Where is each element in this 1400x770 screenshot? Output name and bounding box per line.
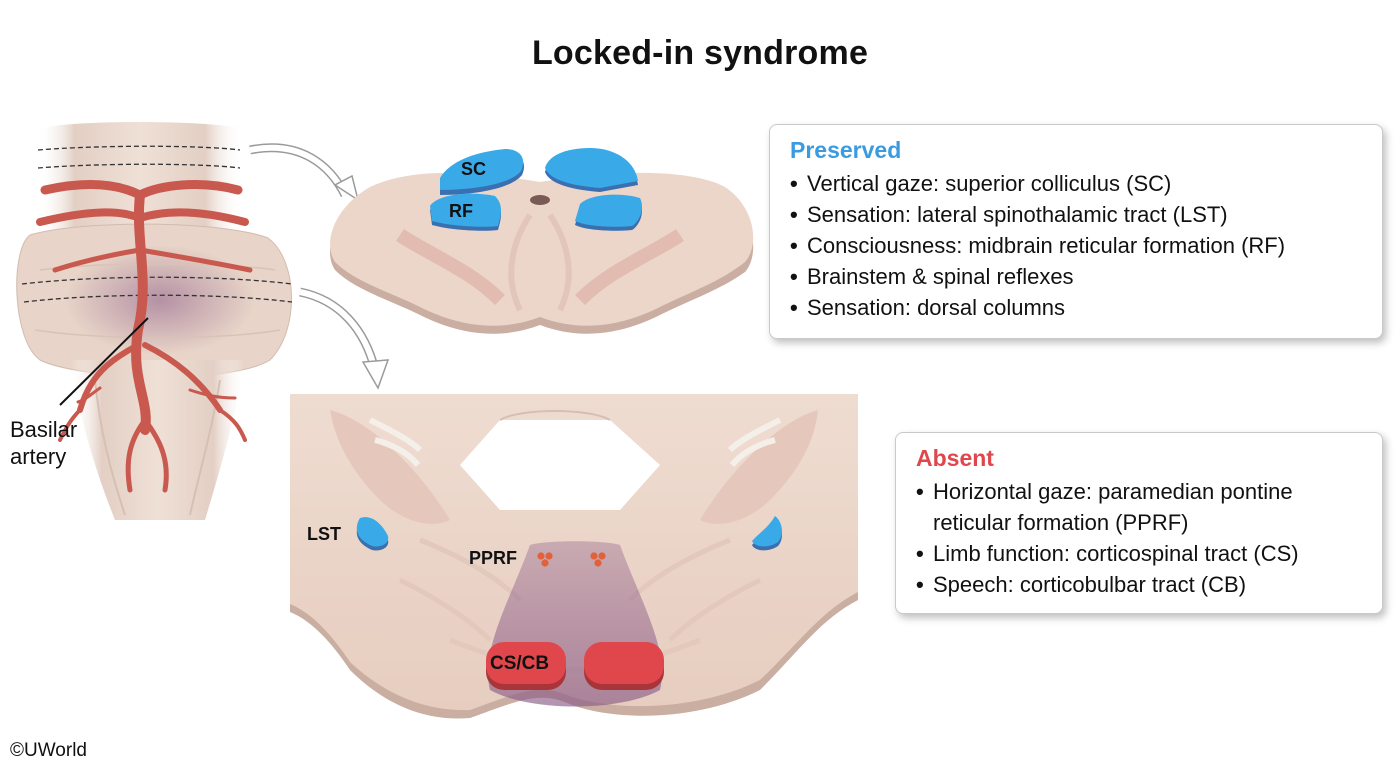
list-item: Brainstem & spinal reflexes bbox=[790, 261, 1364, 292]
absent-list: Horizontal gaze: paramedian pontine reti… bbox=[916, 476, 1364, 600]
list-item: Speech: corticobulbar tract (CB) bbox=[916, 569, 1364, 600]
sc-label: SC bbox=[461, 159, 487, 179]
absent-panel: Absent Horizontal gaze: paramedian ponti… bbox=[895, 432, 1383, 614]
absent-heading: Absent bbox=[916, 445, 994, 471]
preserved-panel: Preserved Vertical gaze: superior collic… bbox=[769, 124, 1383, 339]
pprf-label: PPRF bbox=[469, 548, 518, 568]
copyright-notice: ©UWorld bbox=[10, 740, 87, 761]
section-arrows bbox=[249, 143, 390, 390]
list-item: Sensation: lateral spinothalamic tract (… bbox=[790, 199, 1364, 230]
lst-label: LST bbox=[307, 524, 341, 544]
brainstem-illustration bbox=[16, 122, 293, 520]
preserved-list: Vertical gaze: superior colliculus (SC) … bbox=[790, 168, 1364, 323]
midbrain-section bbox=[330, 148, 754, 334]
list-item: Consciousness: midbrain reticular format… bbox=[790, 230, 1364, 261]
rf-label: RF bbox=[449, 201, 473, 221]
cs-cb-label: CS/CB bbox=[490, 653, 550, 674]
list-item: Horizontal gaze: paramedian pontine reti… bbox=[916, 476, 1364, 538]
basilar-artery-label: Basilar artery bbox=[10, 417, 78, 469]
pons-section bbox=[290, 394, 858, 719]
preserved-heading: Preserved bbox=[790, 137, 902, 163]
page-title: Locked-in syndrome bbox=[531, 34, 869, 72]
list-item: Limb function: corticospinal tract (CS) bbox=[916, 538, 1364, 569]
list-item: Sensation: dorsal columns bbox=[790, 292, 1364, 323]
list-item: Vertical gaze: superior colliculus (SC) bbox=[790, 168, 1364, 199]
